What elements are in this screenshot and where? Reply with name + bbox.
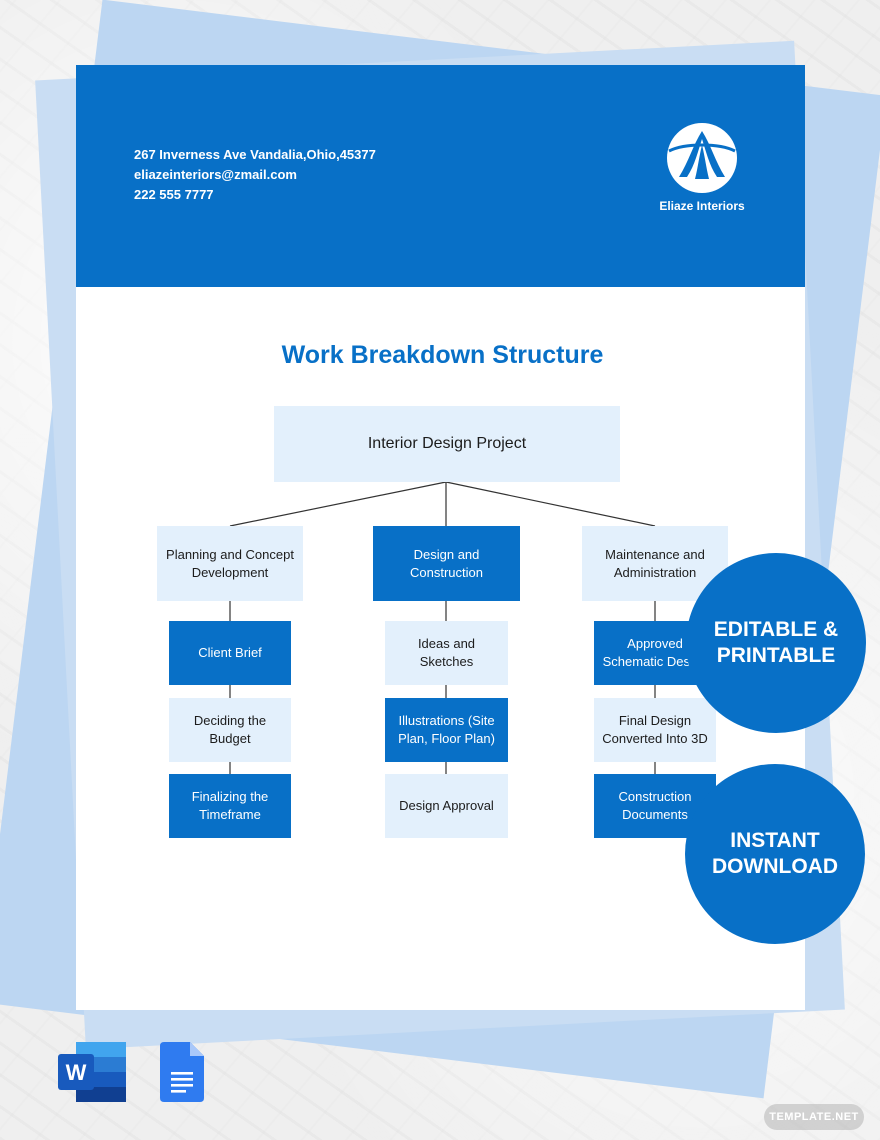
company-logo-icon — [667, 123, 737, 193]
wbs-task-final-3d: Final Design Converted Into 3D — [594, 698, 716, 762]
connector-root-branch-3 — [445, 481, 656, 527]
editable-printable-badge: EDITABLE & PRINTABLE — [686, 553, 866, 733]
wbs-chart: Interior Design Project Planning and Con… — [76, 65, 805, 1010]
wbs-task-construction-docs: Construction Documents — [594, 774, 716, 838]
wbs-task-ideas: Ideas and Sketches — [385, 621, 508, 685]
document-page: 267 Inverness Ave Vandalia,Ohio,45377 el… — [76, 65, 805, 1010]
instant-download-badge: INSTANT DOWNLOAD — [685, 764, 865, 944]
document-header: 267 Inverness Ave Vandalia,Ohio,45377 el… — [76, 65, 805, 287]
company-logo: Eliaze Interiors — [644, 121, 760, 213]
address-text: 267 Inverness Ave Vandalia,Ohio,45377 — [134, 147, 376, 162]
microsoft-word-icon[interactable]: W — [58, 1042, 126, 1107]
wbs-task-timeframe: Finalizing the Timeframe — [169, 774, 291, 838]
google-docs-icon[interactable] — [160, 1042, 204, 1107]
connector-root-branch-1 — [229, 481, 447, 527]
company-name: Eliaze Interiors — [659, 199, 745, 213]
wbs-root-node: Interior Design Project — [274, 406, 620, 482]
svg-text:W: W — [66, 1060, 87, 1085]
wbs-task-approval: Design Approval — [385, 774, 508, 838]
email-text: eliazeinteriors@zmail.com — [134, 167, 297, 182]
wbs-branch-3: Maintenance and Administration — [582, 526, 728, 601]
wbs-task-illustrations: Illustrations (Site Plan, Floor Plan) — [385, 698, 508, 762]
contact-info: 267 Inverness Ave Vandalia,Ohio,45377 el… — [134, 145, 376, 205]
watermark-text: TEMPLATE.NET — [764, 1104, 864, 1130]
wbs-task-budget: Deciding the Budget — [169, 698, 291, 762]
wbs-task-client-brief: Client Brief — [169, 621, 291, 685]
phone-text: 222 555 7777 — [134, 187, 214, 202]
wbs-branch-2: Design and Construction — [373, 526, 520, 601]
document-title: Work Breakdown Structure — [281, 341, 604, 369]
wbs-branch-1: Planning and Concept Development — [157, 526, 303, 601]
